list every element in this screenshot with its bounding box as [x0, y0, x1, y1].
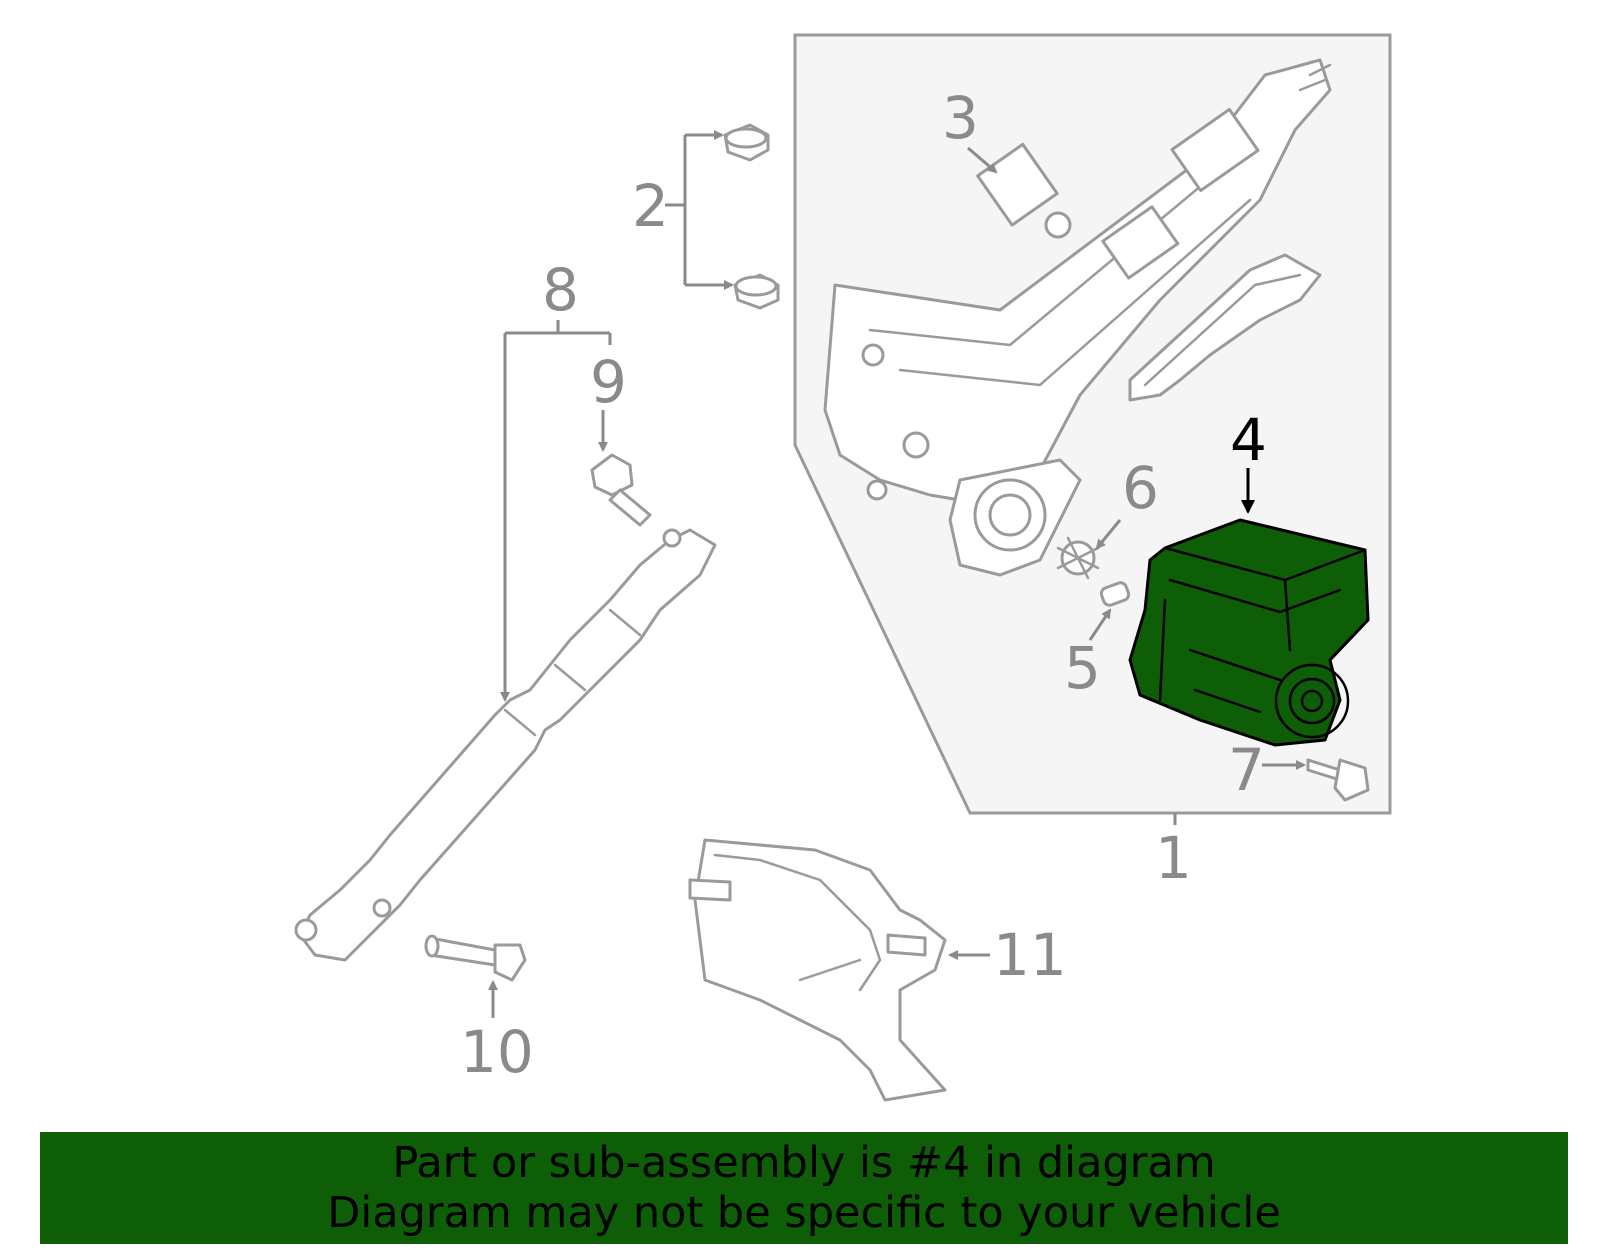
nut-upper-part — [723, 123, 770, 162]
callout-4: 4 — [1230, 406, 1267, 474]
info-banner: Part or sub-assembly is #4 in diagram Di… — [40, 1132, 1568, 1244]
intermediate-shaft-part — [294, 528, 717, 962]
callout-10: 10 — [460, 1018, 534, 1086]
nut-lower-part — [733, 273, 780, 310]
callout-5: 5 — [1064, 634, 1101, 702]
banner-line-disclaimer: Diagram may not be specific to your vehi… — [327, 1188, 1281, 1238]
bolt-10-part — [424, 934, 527, 982]
motor-assembly-part-highlighted — [1128, 518, 1370, 747]
callout-8: 8 — [542, 256, 579, 324]
callout-7: 7 — [1228, 736, 1265, 804]
callout-11: 11 — [993, 921, 1067, 989]
leader-lines — [488, 130, 1306, 1018]
callout-9: 9 — [590, 348, 627, 416]
callout-2: 2 — [632, 172, 669, 240]
steering-column-part — [823, 58, 1332, 577]
callout-1: 1 — [1155, 824, 1192, 892]
callout-3: 3 — [942, 84, 979, 152]
banner-line-part-number: Part or sub-assembly is #4 in diagram — [392, 1138, 1216, 1188]
bushing-part — [1099, 581, 1131, 607]
bolt-7-part — [1306, 758, 1370, 802]
cover-panel-part — [688, 838, 947, 1102]
bolt-9-part — [590, 453, 652, 527]
callout-6: 6 — [1122, 454, 1159, 522]
gear-part — [1056, 536, 1100, 580]
